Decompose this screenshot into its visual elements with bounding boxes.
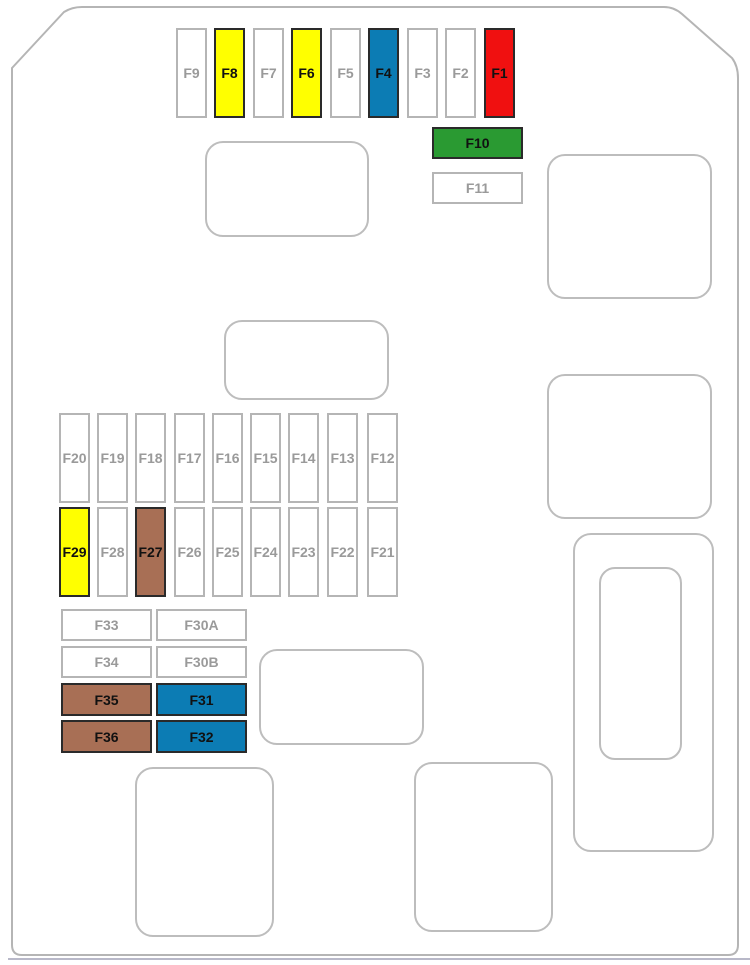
relay-slot-relay-right-tall-inner — [599, 567, 682, 760]
fuse-f6[interactable]: F6 — [291, 28, 322, 118]
relay-slot-relay-right-middle — [547, 374, 712, 519]
fuse-f34[interactable]: F34 — [61, 646, 152, 678]
fuse-f30b[interactable]: F30B — [156, 646, 247, 678]
fuse-f18[interactable]: F18 — [135, 413, 166, 503]
relay-slot-relay-top-right — [547, 154, 712, 299]
fuse-f29[interactable]: F29 — [59, 507, 90, 597]
fuse-f5[interactable]: F5 — [330, 28, 361, 118]
fuse-f32[interactable]: F32 — [156, 720, 247, 753]
fuse-f15[interactable]: F15 — [250, 413, 281, 503]
fuse-f22[interactable]: F22 — [327, 507, 358, 597]
relay-slot-relay-bottom-center — [414, 762, 553, 932]
fuse-f4[interactable]: F4 — [368, 28, 399, 118]
fuse-f33[interactable]: F33 — [61, 609, 152, 641]
fuse-f11[interactable]: F11 — [432, 172, 523, 204]
fuse-f12[interactable]: F12 — [367, 413, 398, 503]
fuse-f36[interactable]: F36 — [61, 720, 152, 753]
fuse-f1[interactable]: F1 — [484, 28, 515, 118]
relay-slot-relay-middle — [224, 320, 389, 400]
fuse-f16[interactable]: F16 — [212, 413, 243, 503]
fuse-f23[interactable]: F23 — [288, 507, 319, 597]
fuse-f3[interactable]: F3 — [407, 28, 438, 118]
fuse-f13[interactable]: F13 — [327, 413, 358, 503]
relay-slot-relay-bottom-left — [135, 767, 274, 937]
relay-slot-relay-top-left — [205, 141, 369, 237]
fuse-f9[interactable]: F9 — [176, 28, 207, 118]
fuse-f21[interactable]: F21 — [367, 507, 398, 597]
fuse-f25[interactable]: F25 — [212, 507, 243, 597]
fuse-f20[interactable]: F20 — [59, 413, 90, 503]
fuse-f10[interactable]: F10 — [432, 127, 523, 159]
fuse-f31[interactable]: F31 — [156, 683, 247, 716]
fuse-f14[interactable]: F14 — [288, 413, 319, 503]
fuse-f26[interactable]: F26 — [174, 507, 205, 597]
relay-slot-relay-center-lower — [259, 649, 424, 745]
fuse-f27[interactable]: F27 — [135, 507, 166, 597]
fuse-f8[interactable]: F8 — [214, 28, 245, 118]
fuse-f2[interactable]: F2 — [445, 28, 476, 118]
fuse-f7[interactable]: F7 — [253, 28, 284, 118]
fuse-f30a[interactable]: F30A — [156, 609, 247, 641]
fuse-f19[interactable]: F19 — [97, 413, 128, 503]
fuse-f35[interactable]: F35 — [61, 683, 152, 716]
fuse-f24[interactable]: F24 — [250, 507, 281, 597]
fuse-f28[interactable]: F28 — [97, 507, 128, 597]
bottom-edge-line — [8, 958, 750, 960]
fuse-f17[interactable]: F17 — [174, 413, 205, 503]
